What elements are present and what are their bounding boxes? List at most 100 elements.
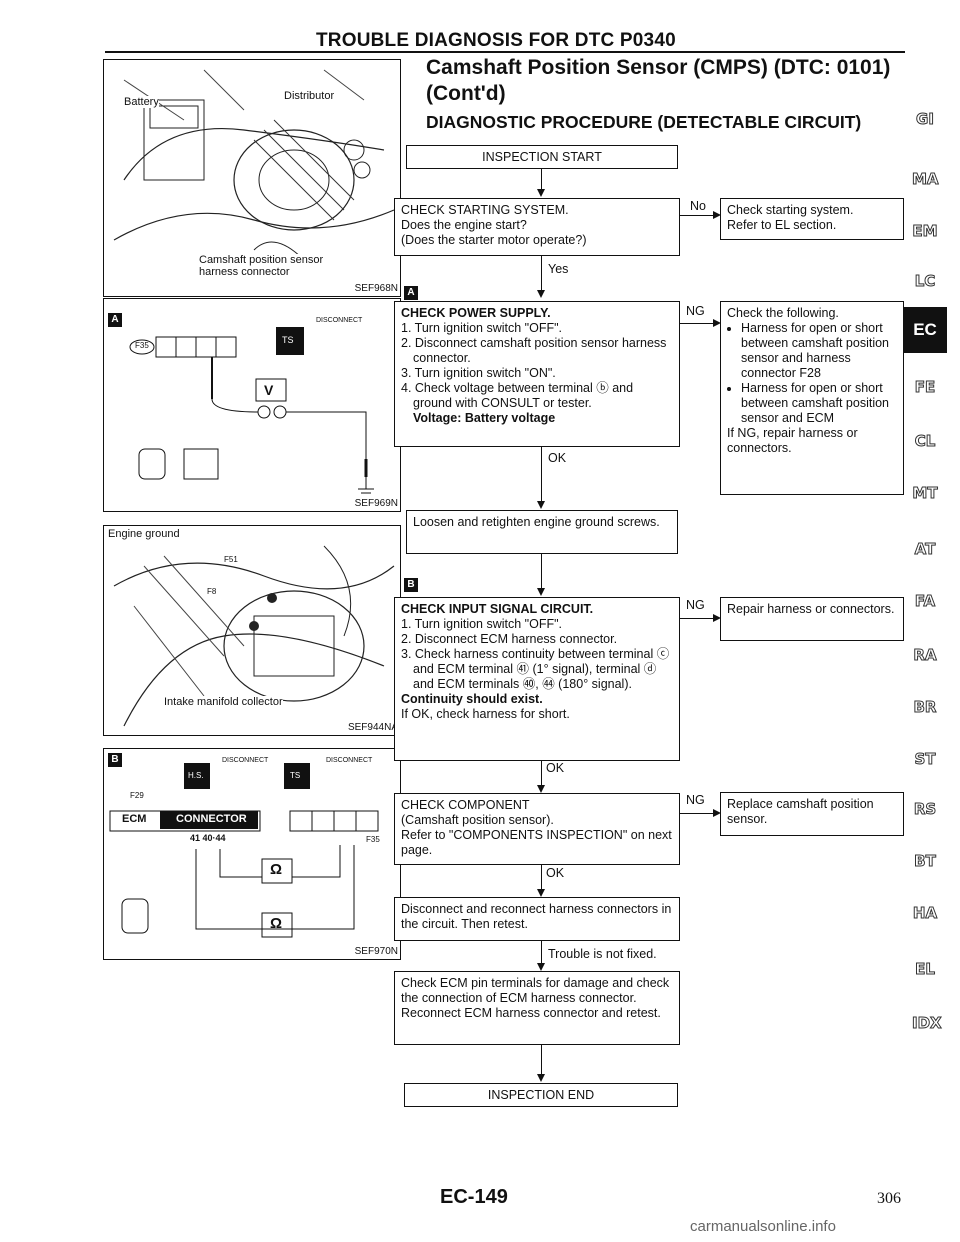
ng-label: NG xyxy=(686,598,705,612)
label-cmps: Camshaft position sensor xyxy=(199,254,324,266)
label-f35: F35 xyxy=(135,341,149,350)
label-hs: H.S. xyxy=(188,771,204,780)
check-component: CHECK COMPONENT (Camshaft position senso… xyxy=(394,793,680,865)
label-ohm: Ω xyxy=(270,915,283,932)
label-harness-connector: harness connector xyxy=(199,266,290,278)
check-power-supply: CHECK POWER SUPPLY. 1. Turn ignition swi… xyxy=(394,301,680,447)
section-tab-at[interactable]: AT xyxy=(914,540,936,559)
check4-ng-result: Replace camshaft position sensor. xyxy=(720,792,904,836)
section-tab-st[interactable]: ST xyxy=(914,750,936,769)
arrow-down-icon xyxy=(537,588,545,596)
figure-code: SEF970N xyxy=(354,946,398,957)
arrow-down-icon xyxy=(537,963,545,971)
engine-bay-illustration xyxy=(113,69,395,261)
label-engine-ground: Engine ground xyxy=(108,528,180,540)
check-input-signal: CHECK INPUT SIGNAL CIRCUIT. 1. Turn igni… xyxy=(394,597,680,761)
figure-engine-bay: Battery Distributor Camshaft position se… xyxy=(103,59,401,297)
label-ts: TS xyxy=(290,771,301,780)
section-tab-br[interactable]: BR xyxy=(913,698,937,717)
no-label: No xyxy=(690,199,706,213)
arrow-down-icon xyxy=(537,785,545,793)
check4-line1: CHECK COMPONENT xyxy=(401,798,530,812)
section-tab-bt[interactable]: BT xyxy=(914,852,937,871)
ng-label: NG xyxy=(686,793,705,807)
arrow-right-icon xyxy=(713,809,721,817)
connector-line xyxy=(680,618,714,619)
check2-step2: 2. Disconnect camshaft position sensor h… xyxy=(401,336,667,365)
step-a-icon: A xyxy=(108,313,122,327)
figure-code: SEF969N xyxy=(354,498,398,509)
section-tab-idx[interactable]: IDX xyxy=(912,1014,943,1033)
ng-result-line1: Check the following. xyxy=(727,306,839,320)
continuity-check-diagram xyxy=(109,763,379,938)
page-title: Camshaft Position Sensor (CMPS) (DTC: 01… xyxy=(426,56,891,79)
page-title-cont: (Cont'd) xyxy=(426,82,506,105)
figure-voltage-check: A F35 DISCONNECT TS V SEF969N xyxy=(103,298,401,512)
connector-line xyxy=(680,323,714,324)
connector-line xyxy=(541,554,542,590)
check4-line2: (Camshaft position sensor). xyxy=(401,813,554,827)
label-f35: F35 xyxy=(366,835,380,844)
label-ts: TS xyxy=(282,335,294,345)
procedure-title: DIAGNOSTIC PROCEDURE (DETECTABLE CIRCUIT… xyxy=(426,112,862,132)
flow-start: INSPECTION START xyxy=(406,145,678,169)
check3-ng-result: Repair harness or connectors. xyxy=(720,597,904,641)
not-fixed-label: Trouble is not fixed. xyxy=(548,947,657,961)
label-disconnect: DISCONNECT xyxy=(316,317,363,324)
arrow-right-icon xyxy=(713,319,721,327)
section-tab-lc[interactable]: LC xyxy=(914,272,936,291)
section-tab-ra[interactable]: RA xyxy=(913,646,937,665)
label-disconnect: DISCONNECT xyxy=(222,757,269,764)
label-intake: Intake manifold collector xyxy=(164,696,283,708)
label-pins: 41 40·44 xyxy=(190,833,226,843)
label-battery: Battery xyxy=(124,96,159,108)
figure-continuity-check: B DISCONNECT DISCONNECT H.S. TS F29 ECM … xyxy=(103,748,401,960)
check3-step2: 2. Disconnect ECM harness connector. xyxy=(401,632,618,646)
label-disconnect: DISCONNECT xyxy=(326,757,373,764)
section-title: TROUBLE DIAGNOSIS FOR DTC P0340 xyxy=(316,30,676,51)
check2-voltage: Voltage: Battery voltage xyxy=(413,411,556,425)
arrow-down-icon xyxy=(537,1074,545,1082)
arrow-down-icon xyxy=(537,889,545,897)
ng-result-line2: If NG, repair harness or connectors. xyxy=(727,426,858,455)
section-tab-cl[interactable]: CL xyxy=(914,432,936,451)
label-f29: F29 xyxy=(130,791,144,800)
section-tab-ma[interactable]: MA xyxy=(912,170,940,189)
voltage-check-diagram xyxy=(129,327,374,494)
connector-line xyxy=(680,215,714,216)
section-tab-fe[interactable]: FE xyxy=(914,378,936,397)
flow-end: INSPECTION END xyxy=(404,1083,678,1107)
connector-line xyxy=(680,813,714,814)
connector-line xyxy=(541,865,542,891)
section-tab-ec[interactable]: EC xyxy=(903,307,947,353)
connector-line xyxy=(541,256,542,292)
check1-line1: CHECK STARTING SYSTEM. xyxy=(401,203,569,217)
label-ecm: ECM xyxy=(122,813,147,825)
no-result-line1: Check starting system. xyxy=(727,203,854,217)
arrow-right-icon xyxy=(713,614,721,622)
label-f8: F8 xyxy=(207,587,217,596)
section-tab-gi[interactable]: GI xyxy=(916,110,935,129)
section-tab-rs[interactable]: RS xyxy=(913,800,937,819)
connector-line xyxy=(541,447,542,503)
check3-step1: 1. Turn ignition switch "OFF". xyxy=(401,617,563,631)
section-tab-mt[interactable]: MT xyxy=(912,484,938,503)
check4-line3: Refer to "COMPONENTS INSPECTION" on next… xyxy=(401,828,672,857)
connector-line xyxy=(541,169,542,191)
disconnect-reconnect: Disconnect and reconnect harness connect… xyxy=(394,897,680,941)
header-rule xyxy=(105,51,905,53)
check3-if-ok: If OK, check harness for short. xyxy=(401,707,570,721)
label-distributor: Distributor xyxy=(284,90,335,102)
label-f51: F51 xyxy=(224,555,238,564)
label-connector: CONNECTOR xyxy=(176,813,247,825)
step-a-marker: A xyxy=(404,286,418,300)
section-tab-em[interactable]: EM xyxy=(912,222,938,241)
step-b-icon: B xyxy=(108,753,122,767)
label-ohm: Ω xyxy=(270,861,283,878)
section-tab-fa[interactable]: FA xyxy=(914,592,936,611)
section-tab-ha[interactable]: HA xyxy=(912,904,938,923)
arrow-down-icon xyxy=(537,290,545,298)
check3-title: CHECK INPUT SIGNAL CIRCUIT. xyxy=(401,602,594,616)
engine-ground-illustration xyxy=(113,545,395,727)
section-tab-el[interactable]: EL xyxy=(915,960,936,979)
